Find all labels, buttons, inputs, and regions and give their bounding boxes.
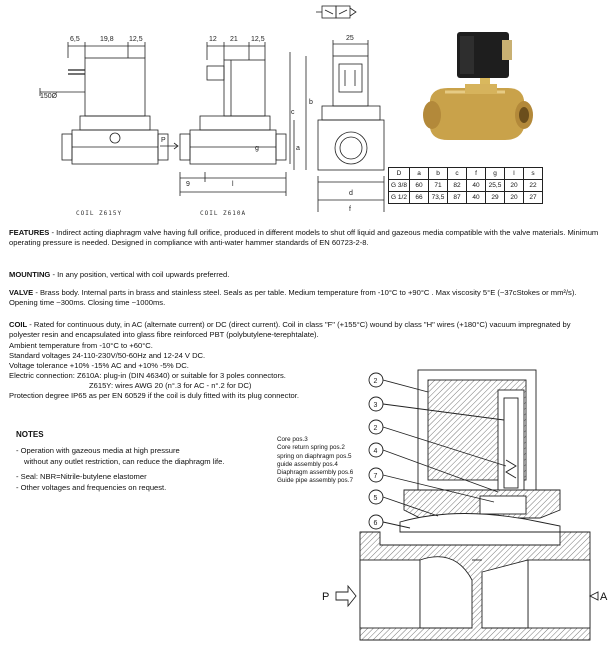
table-cell: G 1/2 xyxy=(388,191,410,204)
callout-legend: Core pos.3 Core return spring pos.2 spri… xyxy=(277,436,387,486)
table-cell: 66 xyxy=(409,191,429,204)
dim-a: a xyxy=(296,145,300,152)
dim-9: 9 xyxy=(186,181,190,188)
caption-coil-z615y: COIL Z615Y xyxy=(76,210,122,217)
table-cell: 82 xyxy=(447,179,467,192)
coil-paragraph: COIL - Rated for continuous duty, in AC … xyxy=(9,320,599,340)
table-cell: 20 xyxy=(504,179,524,192)
coil-line: Protection degree IP65 as per EN 60529 i… xyxy=(9,391,299,400)
callout-num-5: 7 xyxy=(374,473,378,480)
dim-12: 12 xyxy=(209,36,217,43)
callout-num-4: 4 xyxy=(374,448,378,455)
table-cell: 20 xyxy=(504,191,524,204)
mounting-heading: MOUNTING xyxy=(9,270,51,279)
coil-line: Standard voltages 24-110-230V/50-60Hz an… xyxy=(9,351,206,360)
spec-header-cell: b xyxy=(428,167,448,180)
callout-num-3: 2 xyxy=(374,425,378,432)
valve-text: - Brass body. Internal parts in brass an… xyxy=(9,288,577,307)
dim-d: d xyxy=(349,190,353,197)
drawing-front xyxy=(293,40,385,212)
dim-12-5b: 12,5 xyxy=(251,36,265,43)
table-row: G 3/8 60 71 82 40 25,5 20 22 xyxy=(388,179,543,192)
dim-21: 21 xyxy=(230,36,238,43)
table-cell: 40 xyxy=(466,179,486,192)
caption-coil-z610a: COIL Z610A xyxy=(200,210,246,217)
dim-g: g xyxy=(255,145,259,152)
callout-item: Core pos.3 xyxy=(277,436,308,443)
coil-line: Ambient temperature from -10°C to +60°C. xyxy=(9,341,153,350)
valve-heading: VALVE xyxy=(9,288,34,297)
coil-heading: COIL xyxy=(9,320,28,329)
coil-details: Ambient temperature from -10°C to +60°C.… xyxy=(9,341,369,401)
callout-item: spring on diaphragm pos.5 xyxy=(277,452,352,460)
callout-item: Core return spring pos.2 xyxy=(277,444,345,452)
dim-f: f xyxy=(349,206,351,213)
table-cell: 27 xyxy=(523,191,543,204)
callout-num-6: 5 xyxy=(374,495,378,502)
note-item: - Operation with gazeous media at high p… xyxy=(16,446,180,455)
note-item: - Other voltages and frequencies on requ… xyxy=(16,482,167,492)
table-cell: 40 xyxy=(466,191,486,204)
table-cell: 22 xyxy=(523,179,543,192)
table-cell: G 3/8 xyxy=(388,179,410,192)
mounting-paragraph: MOUNTING - In any position, vertical wit… xyxy=(9,270,599,280)
table-cell: 73,5 xyxy=(428,191,448,204)
callout-num-1: 2 xyxy=(374,378,378,385)
dim-19-8: 19,8 xyxy=(100,36,114,43)
features-text: - Indirect acting diaphragm valve having… xyxy=(9,228,599,247)
dim-6-5: 6,5 xyxy=(70,36,80,43)
valve-paragraph: VALVE - Brass body. Internal parts in br… xyxy=(9,288,599,308)
coil-text: - Rated for continuous duty, in AC (alte… xyxy=(9,320,571,339)
dim-l: l xyxy=(232,181,234,188)
drawing-side-z615y xyxy=(39,42,169,165)
coil-line: Electric connection: Z610A: plug-in (DIN… xyxy=(9,371,286,380)
callout-item: Guide pipe assembly pos.7 xyxy=(277,477,353,485)
flow-label-a: A xyxy=(600,591,608,603)
spec-table-header: D a b c f g l s xyxy=(388,167,543,180)
product-photo xyxy=(423,32,533,140)
dim-25: 25 xyxy=(346,35,354,42)
spec-table: D a b c f g l s G 3/8 60 71 82 40 25,5 2… xyxy=(388,167,543,204)
notes-title: NOTES xyxy=(16,430,44,439)
spec-header-cell: g xyxy=(485,167,505,180)
table-cell: 60 xyxy=(409,179,429,192)
callout-item: Diaphragm assembly pos.6 xyxy=(277,469,354,477)
spec-header-cell: s xyxy=(523,167,543,180)
table-cell: 29 xyxy=(485,191,505,204)
flow-p-small: P xyxy=(161,137,166,144)
dim-b: b xyxy=(309,99,313,106)
table-cell: 71 xyxy=(428,179,448,192)
callout-item: guide assembly pos.4 xyxy=(277,460,338,468)
callout-num-2: 3 xyxy=(374,402,378,409)
flow-label-p: P xyxy=(322,591,329,603)
dim-12-5: 12,5 xyxy=(129,36,143,43)
dim-150-dia: 150Ø xyxy=(40,93,58,100)
note-item: without any outlet restriction, can redu… xyxy=(24,456,225,466)
spec-header-cell: a xyxy=(409,167,429,180)
coil-line: Voltage tolerance +10% -15% AC and +10% … xyxy=(9,361,189,370)
spec-header-cell: c xyxy=(447,167,467,180)
cross-section-drawing xyxy=(335,369,599,641)
features-paragraph: FEATURES - Indirect acting diaphragm val… xyxy=(9,228,599,248)
notes-list: - Operation with gazeous media at high p… xyxy=(16,446,276,493)
callout-num-7: 6 xyxy=(374,520,378,527)
spec-header-cell: l xyxy=(504,167,524,180)
mounting-text: - In any position, vertical with coil up… xyxy=(50,270,230,279)
table-cell: 87 xyxy=(447,191,467,204)
valve-symbol xyxy=(316,5,357,19)
spec-header-cell: D xyxy=(388,167,410,180)
table-row: G 1/2 66 73,5 87 40 29 20 27 xyxy=(388,191,543,204)
dim-c: c xyxy=(291,109,295,116)
features-heading: FEATURES xyxy=(9,228,50,237)
drawing-side-z610a xyxy=(160,42,291,196)
note-item: - Seal: NBR=Nitrile-butylene elastomer xyxy=(16,472,147,481)
spec-header-cell: f xyxy=(466,167,486,180)
coil-line: Z615Y: wires AWG 20 (n°.3 for AC - n°.2 … xyxy=(89,381,252,390)
table-cell: 25,5 xyxy=(485,179,505,192)
